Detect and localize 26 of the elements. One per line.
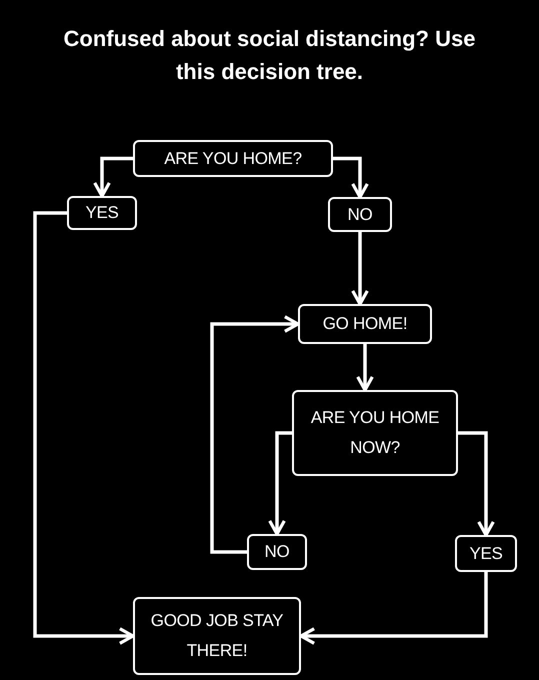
process-box — [455, 535, 517, 572]
arrow — [210, 315, 300, 554]
arrow — [333, 156, 369, 199]
process-box — [133, 597, 301, 675]
arrow — [33, 211, 135, 645]
title: Confused about social distancing? Use this decision tree. — [62, 25, 476, 86]
process-box — [298, 304, 432, 344]
box-label: GOOD JOB STAY THERE! — [150, 610, 284, 662]
arrow — [268, 431, 292, 536]
arrow — [356, 344, 374, 392]
process-box — [247, 534, 307, 570]
box-label: NO — [348, 204, 372, 226]
box-label: NO — [264, 541, 290, 563]
arrow — [299, 572, 488, 645]
process-box — [292, 390, 458, 476]
process-box — [328, 197, 392, 232]
arrow — [351, 232, 369, 306]
process-box — [133, 140, 333, 177]
box-label: ARE YOU HOME? — [164, 148, 302, 170]
box-label: YES — [85, 202, 119, 224]
arrow — [93, 156, 133, 198]
box-label: GO HOME! — [322, 313, 408, 335]
box-label: ARE YOU HOME NOW? — [310, 407, 440, 459]
box-label: YES — [469, 542, 503, 564]
process-box — [67, 196, 137, 230]
arrow — [458, 431, 495, 537]
